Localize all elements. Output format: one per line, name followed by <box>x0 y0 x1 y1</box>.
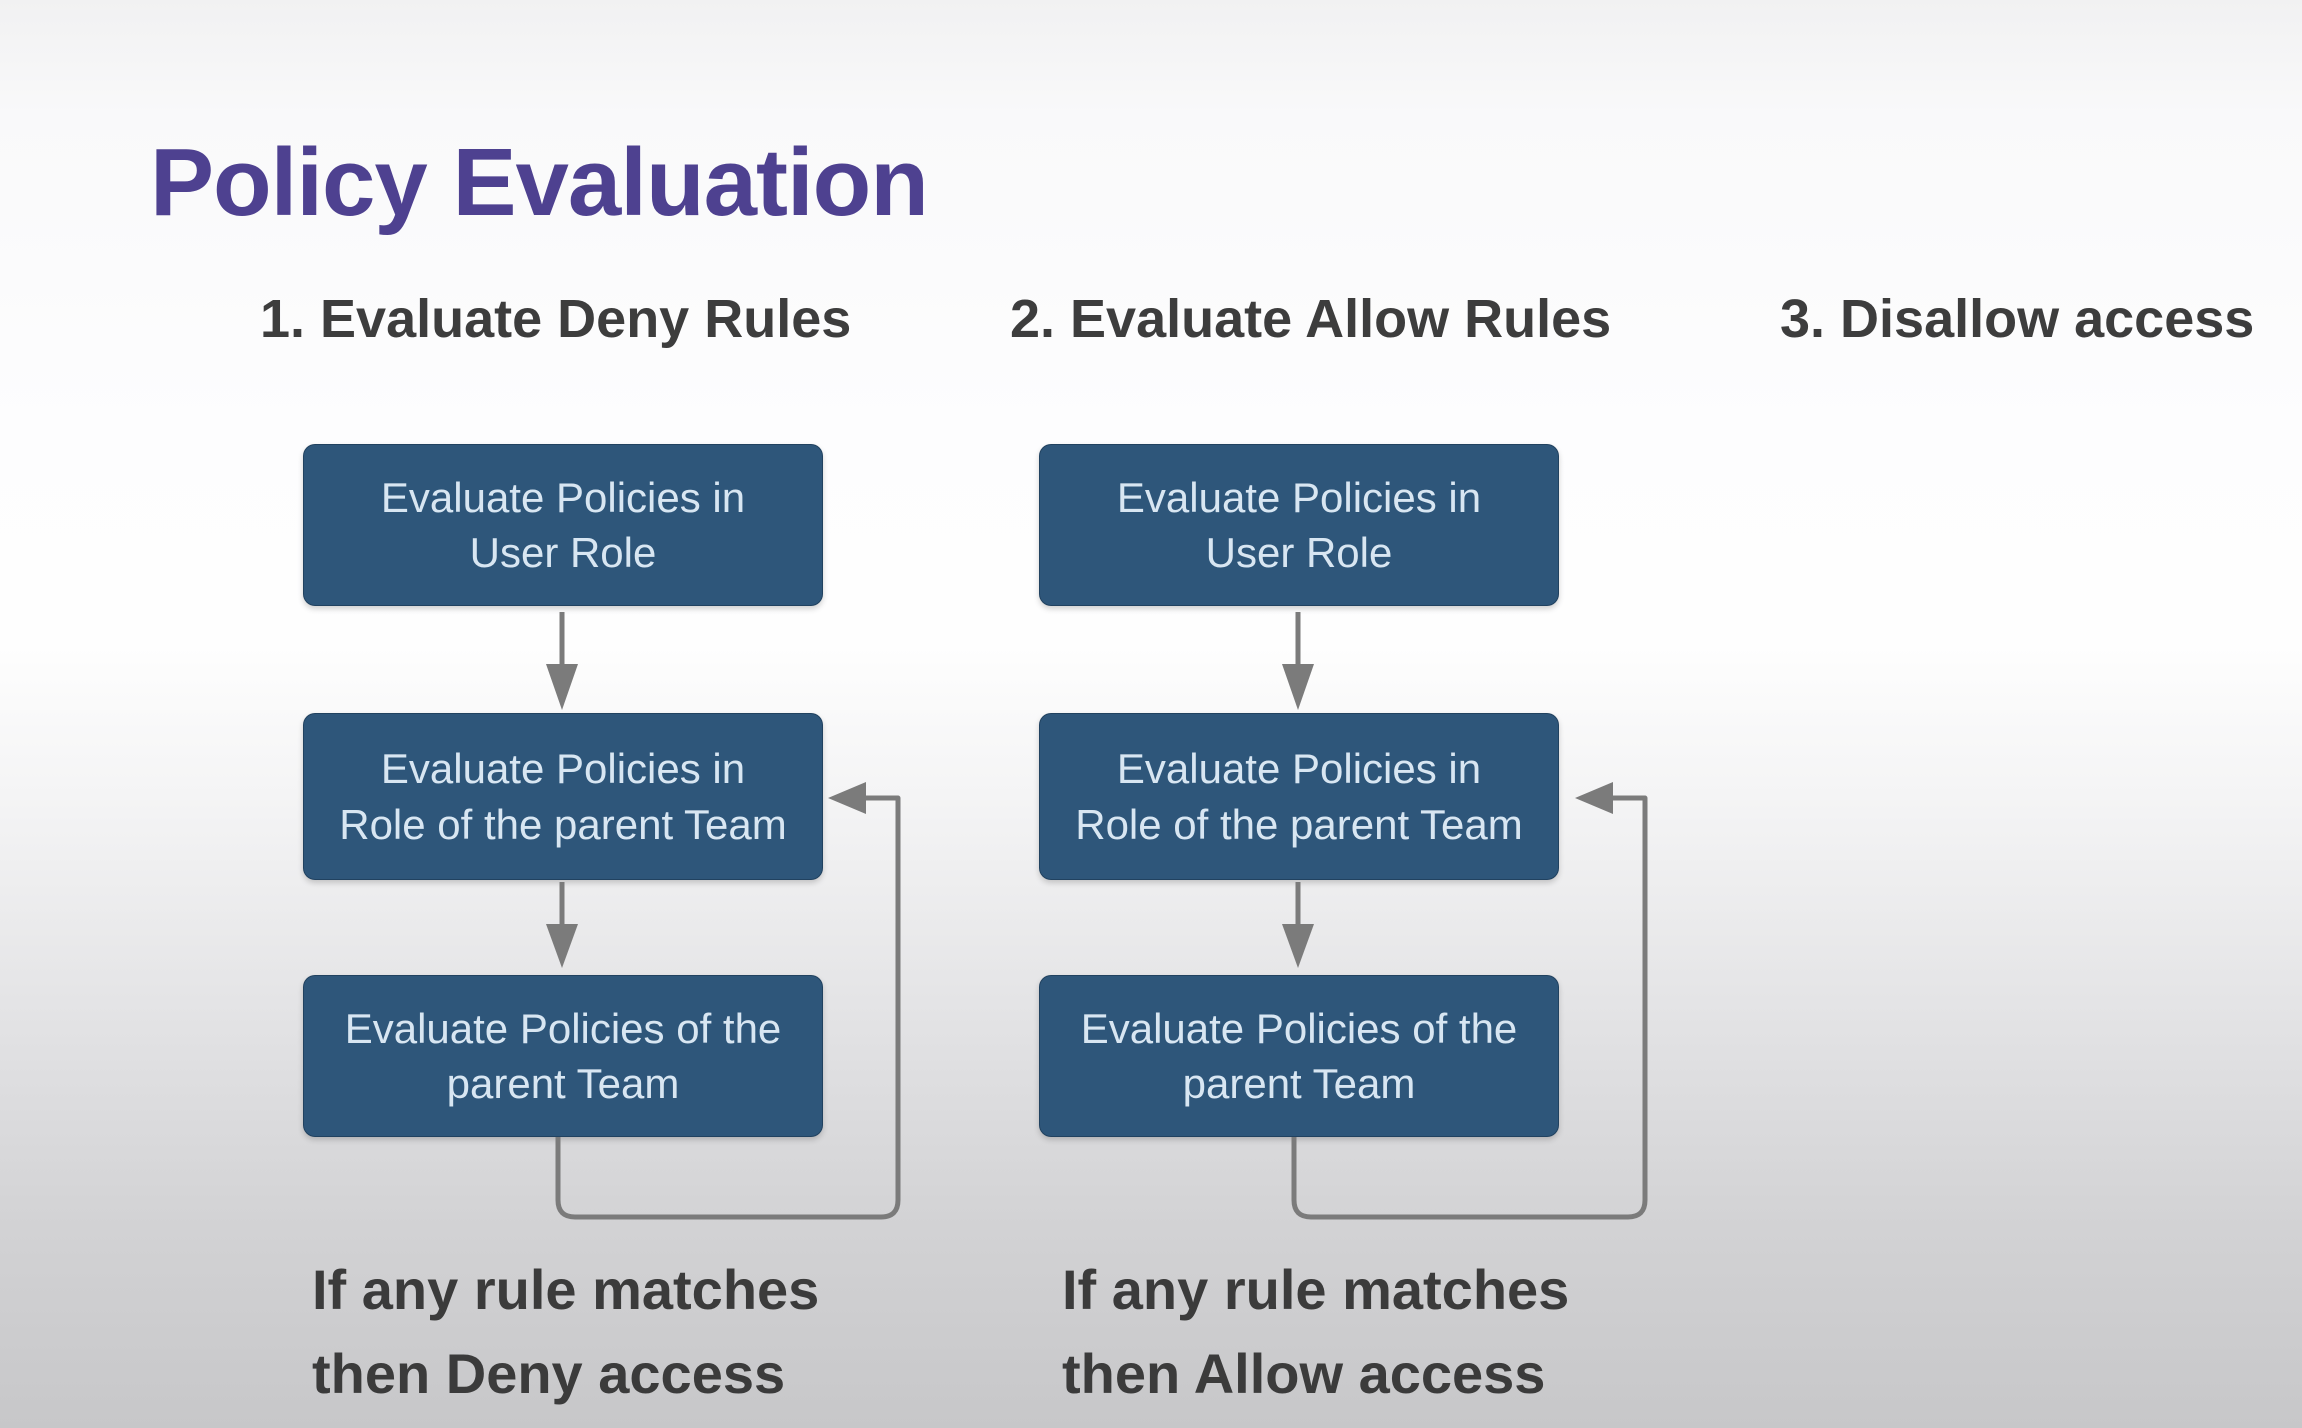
down-arrow-icon <box>1282 882 1314 968</box>
box-text-line: parent Team <box>1182 1060 1416 1107</box>
box-text-line: Evaluate Policies in <box>380 473 746 521</box>
allow-caption: If any rule matches then Allow access <box>1062 1248 1569 1416</box>
allow-box-parent-team-role: Evaluate Policies in Role of the parent … <box>1039 713 1559 880</box>
box-text-line: Evaluate Policies in <box>380 745 746 793</box>
deny-caption: If any rule matches then Deny access <box>312 1248 819 1416</box>
allow-box-user-role: Evaluate Policies in User Role <box>1039 444 1559 606</box>
box-text-line: Role of the parent Team <box>339 800 787 848</box>
box-text-line: User Role <box>469 529 657 576</box>
caption-line: then Allow access <box>1062 1342 1546 1405</box>
box-text-line: User Role <box>1205 529 1393 576</box>
deny-box-parent-team-role: Evaluate Policies in Role of the parent … <box>303 713 823 880</box>
deny-box-user-role: Evaluate Policies in User Role <box>303 444 823 606</box>
step-1-header: 1. Evaluate Deny Rules <box>260 289 852 349</box>
caption-line: If any rule matches <box>312 1258 820 1321</box>
box-text-line: Evaluate Policies of the <box>1080 1004 1518 1052</box>
page-title: Policy Evaluation <box>150 129 929 236</box>
down-arrow-icon <box>546 882 578 968</box>
step-3-header: 3. Disallow access <box>1780 289 2255 349</box>
down-arrow-icon <box>546 612 578 710</box>
box-text-line: parent Team <box>446 1060 680 1107</box>
box-text-line: Role of the parent Team <box>1075 800 1523 848</box>
down-arrow-icon <box>1282 612 1314 710</box>
allow-box-parent-team-policies: Evaluate Policies of the parent Team <box>1039 975 1559 1137</box>
caption-line: then Deny access <box>312 1342 786 1405</box>
deny-box-parent-team-policies: Evaluate Policies of the parent Team <box>303 975 823 1137</box>
caption-line: If any rule matches <box>1062 1258 1570 1321</box>
box-text-line: Evaluate Policies in <box>1116 745 1482 793</box>
step-2-header: 2. Evaluate Allow Rules <box>1010 289 1612 349</box>
box-text-line: Evaluate Policies in <box>1116 473 1482 521</box>
box-text-line: Evaluate Policies of the <box>344 1004 782 1052</box>
